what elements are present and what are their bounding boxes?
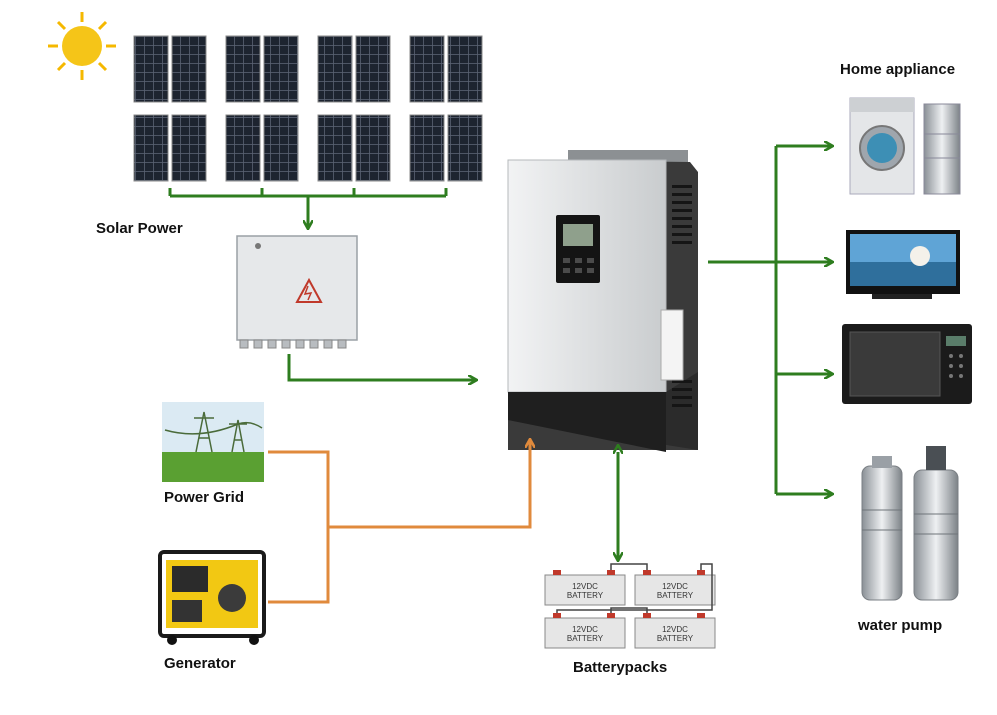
battery-label: BATTERY: [567, 591, 604, 600]
battery-icon: [544, 574, 626, 606]
warning-icon: [295, 277, 323, 303]
solar-to-combiner-connector: [168, 188, 448, 228]
inverter-to-appliances-connector: [708, 146, 832, 494]
refrigerator-icon: [923, 103, 961, 195]
label-generator: Generator: [164, 655, 236, 672]
label-batterypacks: Batterypacks: [573, 659, 668, 676]
label-power-grid: Power Grid: [164, 489, 245, 506]
solar-panel-array: [133, 35, 483, 182]
label-water-pump: water pump: [858, 617, 943, 634]
battery-label: 12VDC: [572, 625, 598, 634]
battery-icon: [544, 617, 626, 649]
sun-icon: [48, 12, 116, 80]
solar-panel: [409, 35, 483, 182]
combiner-box: [236, 235, 358, 349]
battery-bank: 12VDC BATTERY 12VDC BATTERY 12VDC BATTER…: [544, 563, 716, 649]
water-pump-icon: [861, 446, 959, 601]
battery-label: BATTERY: [657, 634, 694, 643]
generator-icon: [158, 550, 266, 645]
tv-icon: [846, 230, 960, 299]
battery-label: 12VDC: [572, 582, 598, 591]
solar-panel: [225, 35, 299, 182]
label-home-appliance: Home appliance: [840, 61, 956, 78]
battery-label: BATTERY: [567, 634, 604, 643]
battery-icon: [634, 617, 716, 649]
hybrid-inverter: [507, 150, 698, 452]
microwave-icon: [842, 324, 972, 404]
combiner-to-inverter-connector: [287, 354, 476, 380]
solar-panel: [133, 35, 207, 182]
battery-label: 12VDC: [662, 582, 688, 591]
washing-machine-icon: [849, 97, 915, 195]
solar-panel: [317, 35, 391, 182]
power-grid-icon: [162, 402, 264, 482]
battery-icon: [634, 574, 716, 606]
battery-label: 12VDC: [662, 625, 688, 634]
inverter-spec-label: [660, 309, 684, 381]
battery-label: BATTERY: [657, 591, 694, 600]
ac-input-connector: [268, 440, 530, 604]
label-solar-power: Solar Power: [96, 220, 183, 237]
